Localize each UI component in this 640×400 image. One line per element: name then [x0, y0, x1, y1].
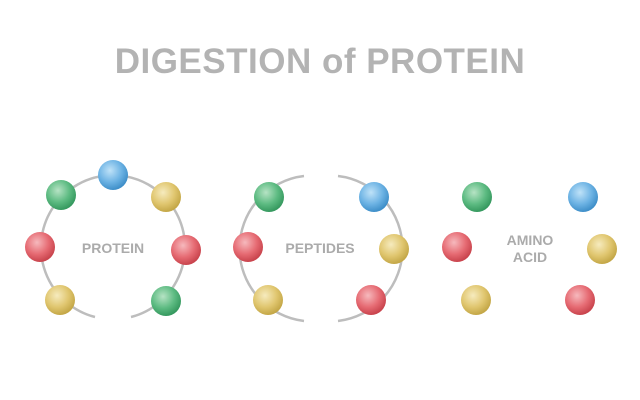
amino-bead-blue: [359, 182, 389, 212]
amino-bead-red: [233, 232, 263, 262]
amino-bead-yellow: [253, 285, 283, 315]
amino-bead-green: [254, 182, 284, 212]
protein-stage: [25, 160, 201, 319]
peptides-label: PEPTIDES: [285, 240, 355, 256]
amino-bead-yellow: [379, 234, 409, 264]
amino-bead-red: [442, 232, 472, 262]
amino-bead-yellow: [461, 285, 491, 315]
amino-bead-blue: [98, 160, 128, 190]
peptides-stage: [233, 174, 409, 323]
amino-bead-red: [356, 285, 386, 315]
amino-bead-red: [171, 235, 201, 265]
amino-acid-label-line2: ACID: [512, 249, 548, 265]
amino-bead-yellow: [151, 182, 181, 212]
amino-bead-red: [565, 285, 595, 315]
amino-acid-stage: [442, 182, 617, 315]
amino-bead-red: [25, 232, 55, 262]
amino-bead-yellow: [587, 234, 617, 264]
amino-bead-blue: [568, 182, 598, 212]
amino-bead-green: [151, 286, 181, 316]
amino-acid-label: AMINO ACID: [480, 232, 580, 266]
amino-bead-green: [462, 182, 492, 212]
protein-label: PROTEIN: [81, 240, 145, 256]
amino-bead-green: [46, 180, 76, 210]
diagram-title: DIGESTION of PROTEIN: [114, 42, 526, 81]
amino-bead-yellow: [45, 285, 75, 315]
amino-acid-label-line1: AMINO: [506, 232, 554, 248]
